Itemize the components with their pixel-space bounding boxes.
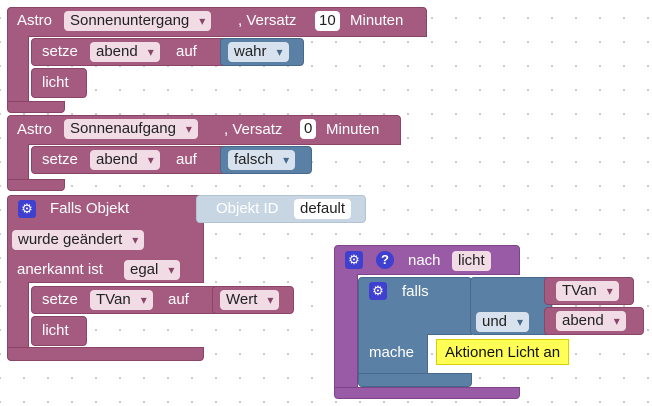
function-name-input[interactable]: licht	[452, 251, 491, 271]
call-function-label: licht	[42, 74, 69, 91]
gear-icon[interactable]: ⚙	[18, 200, 36, 218]
help-icon[interactable]: ?	[376, 251, 394, 269]
object-id-input[interactable]: default	[294, 199, 352, 219]
variable-dropdown[interactable]: TVan	[90, 290, 153, 310]
to-label: auf	[176, 43, 197, 60]
call-function-block[interactable]	[31, 316, 87, 346]
ack-dropdown[interactable]: egal	[124, 260, 181, 280]
logic-operator-dropdown[interactable]: und	[476, 312, 530, 332]
offset-label: , Versatz	[224, 121, 283, 138]
variable-dropdown[interactable]: abend	[90, 42, 160, 62]
object-trigger-block-foot	[7, 347, 204, 361]
set-label: setze	[42, 151, 78, 168]
if-block-arm	[358, 334, 428, 374]
boolean-dropdown[interactable]: wahr	[228, 42, 289, 62]
astro-sunrise-block-arm	[7, 144, 29, 180]
astro-event-dropdown[interactable]: Sonnenuntergang	[64, 11, 212, 31]
ack-label: anerkannt ist	[17, 261, 103, 278]
offset-input[interactable]: 10	[315, 11, 340, 31]
call-function-label: licht	[42, 322, 69, 339]
call-function-block[interactable]	[31, 68, 87, 98]
offset-label: , Versatz	[238, 12, 297, 29]
boolean-dropdown[interactable]: falsch	[228, 150, 296, 170]
after-label: nach	[408, 252, 441, 269]
function-definition-block-arm	[334, 274, 358, 388]
astro-sunrise-block-foot	[7, 179, 65, 191]
falls-objekt-label: Falls Objekt	[50, 200, 130, 217]
variable-dropdown[interactable]: TVan	[556, 281, 619, 301]
variable-dropdown[interactable]: abend	[556, 311, 626, 331]
if-label: falls	[402, 283, 429, 300]
comment-block[interactable]: Aktionen Licht an	[436, 339, 570, 365]
astro-sunset-block-foot	[7, 101, 65, 113]
object-id-label: Objekt ID	[216, 200, 279, 217]
object-trigger-block-arm	[7, 282, 29, 348]
value-dropdown[interactable]: Wert	[220, 290, 280, 310]
astro-event-dropdown[interactable]: Sonnenaufgang	[64, 119, 198, 139]
to-label: auf	[168, 291, 189, 308]
unit-label: Minuten	[350, 12, 404, 29]
do-label: mache	[369, 344, 415, 361]
offset-input[interactable]: 0	[300, 119, 317, 139]
to-label: auf	[176, 151, 197, 168]
trigger-dropdown[interactable]: wurde geändert	[12, 230, 145, 250]
astro-sunset-block-arm	[7, 36, 29, 102]
if-block-foot	[358, 373, 472, 387]
set-label: setze	[42, 291, 78, 308]
set-label: setze	[42, 43, 78, 60]
function-definition-block-foot	[334, 387, 520, 399]
variable-dropdown[interactable]: abend	[90, 150, 160, 170]
unit-label: Minuten	[326, 121, 380, 138]
gear-icon[interactable]: ⚙	[345, 251, 363, 269]
astro-label: Astro	[17, 12, 53, 29]
gear-icon[interactable]: ⚙	[369, 282, 387, 300]
astro-label: Astro	[17, 121, 53, 138]
